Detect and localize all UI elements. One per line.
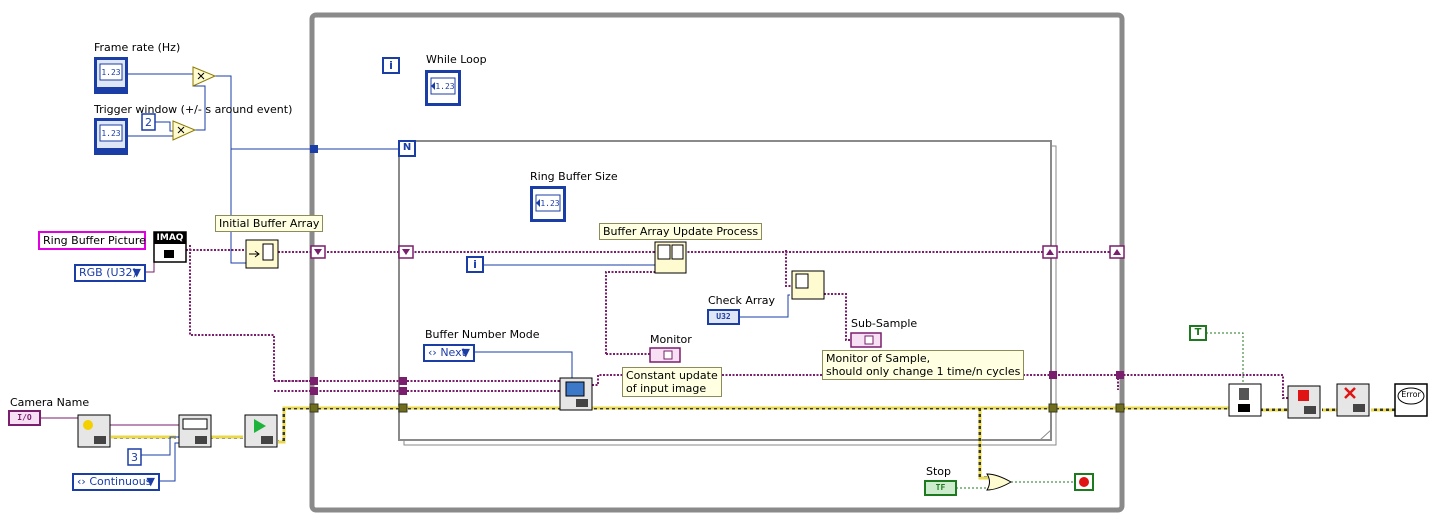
camera-configure-icon[interactable] [178,414,212,448]
index-array-icon[interactable] [791,270,825,300]
constant-update-note: Constant update of input image [622,367,722,397]
constant-two-box[interactable] [141,113,156,131]
image-tunnels [310,371,1124,395]
frame-rate-control[interactable] [94,57,128,94]
ring-buffer-size-value: 1.23 [540,199,560,208]
while-loop-value: 1.23 [435,82,455,91]
error-tunnels [309,403,1125,413]
rgb-u32-enum[interactable]: RGB (U32) ▼ [74,264,146,282]
io-wires [40,417,180,426]
trigger-window-value: 1.23 [101,129,121,138]
image-wires [186,245,1288,399]
sub-sample-label: Sub-Sample [851,317,918,330]
error-text: Error [1401,390,1421,399]
constant-three-box[interactable] [127,448,142,466]
camera-stop-icon[interactable] [1287,385,1321,419]
imaq-text: IMAQ [156,233,184,243]
chevron-down-icon: ▼ [461,346,470,359]
camera-name-type: I/O [17,413,32,422]
while-iteration-terminal [382,57,400,74]
error-handler-icon[interactable] [1394,383,1428,417]
frame-rate-value: 1.23 [101,68,121,77]
for-count-terminal [398,140,416,157]
imaq-create-icon[interactable] [153,231,187,263]
multiply-icon[interactable] [192,66,217,87]
acquisition-mode-ring[interactable]: ‹› Continuous ▼ [72,473,160,491]
buffer-number-mode-label: Buffer Number Mode [425,328,540,341]
continuous-value: Continuous [89,475,152,488]
for-loop-frame[interactable] [398,140,1052,441]
enum-wires [141,351,573,482]
while-loop-frame[interactable] [309,12,1125,513]
initial-buffer-array-note: Initial Buffer Array [215,215,324,232]
constant-two: 2 [145,116,152,129]
stop-type: TF [935,483,946,492]
frame-rate-label: Frame rate (Hz) [94,41,181,54]
ring-buffer-size-indicator [530,186,566,222]
monitor-sample-line1: Monitor of Sample, [826,352,931,365]
check-array-indicator [707,309,740,325]
error-wires [111,406,1395,480]
check-array-label: Check Array [708,294,775,307]
camera-name-label: Camera Name [10,396,90,409]
for-iteration-terminal [466,256,484,273]
camera-grab-icon[interactable] [559,377,593,411]
camera-name-control[interactable] [8,410,41,426]
rgb-u32-value: RGB (U32) [79,266,137,279]
chevron-down-icon: ▼ [146,475,155,488]
replace-array-subset-icon[interactable] [654,241,687,274]
boolean-wires [956,332,1244,489]
initialize-array-icon[interactable] [245,239,279,269]
camera-start-icon[interactable] [244,414,278,448]
constant-three: 3 [131,451,138,464]
numeric-wires [127,73,790,318]
ring-buffer-size-label: Ring Buffer Size [530,170,618,183]
check-array-type: U32 [716,312,731,321]
true-constant: T [1194,327,1202,338]
stop-label: Stop [926,465,952,478]
constant-update-line1: Constant update [626,369,718,382]
monitor-sample-note: Monitor of Sample, should only change 1 … [822,350,1025,380]
for-iteration-text: i [473,258,477,271]
while-iteration-text: i [389,59,393,72]
ring-arrows-icon: ‹› [77,475,86,488]
monitor-sample-line2: should only change 1 time/n cycles [826,365,1021,378]
or-gate-icon[interactable] [986,473,1013,491]
camera-open-icon[interactable] [77,414,111,448]
true-constant-box[interactable] [1189,325,1207,341]
ring-arrows-icon: ‹› [428,346,437,359]
trigger-window-control[interactable] [94,118,128,155]
count-tunnel [310,145,318,153]
image-dispose-icon[interactable] [1228,383,1262,417]
chevron-down-icon: ▼ [132,266,141,279]
for-count-text: N [402,142,412,153]
stop-control[interactable] [924,480,957,496]
buffer-number-mode-ring[interactable]: ‹› Next ▼ [423,344,475,362]
trigger-window-label: Trigger window (+/- s around event) [94,103,293,116]
while-loop-indicator [425,70,461,106]
camera-close-icon[interactable] [1336,383,1370,417]
ring-buffer-picture-control[interactable]: Ring Buffer Picture [38,231,146,250]
buffer-array-update-note: Buffer Array Update Process [599,223,763,240]
constant-update-line2: of input image [626,382,707,395]
stop-button-icon[interactable] [1074,473,1094,491]
multiply-icon-2[interactable] [172,120,197,141]
while-loop-label: While Loop [426,53,487,66]
monitor-label: Monitor [650,333,692,346]
next-value: Next [440,346,466,359]
